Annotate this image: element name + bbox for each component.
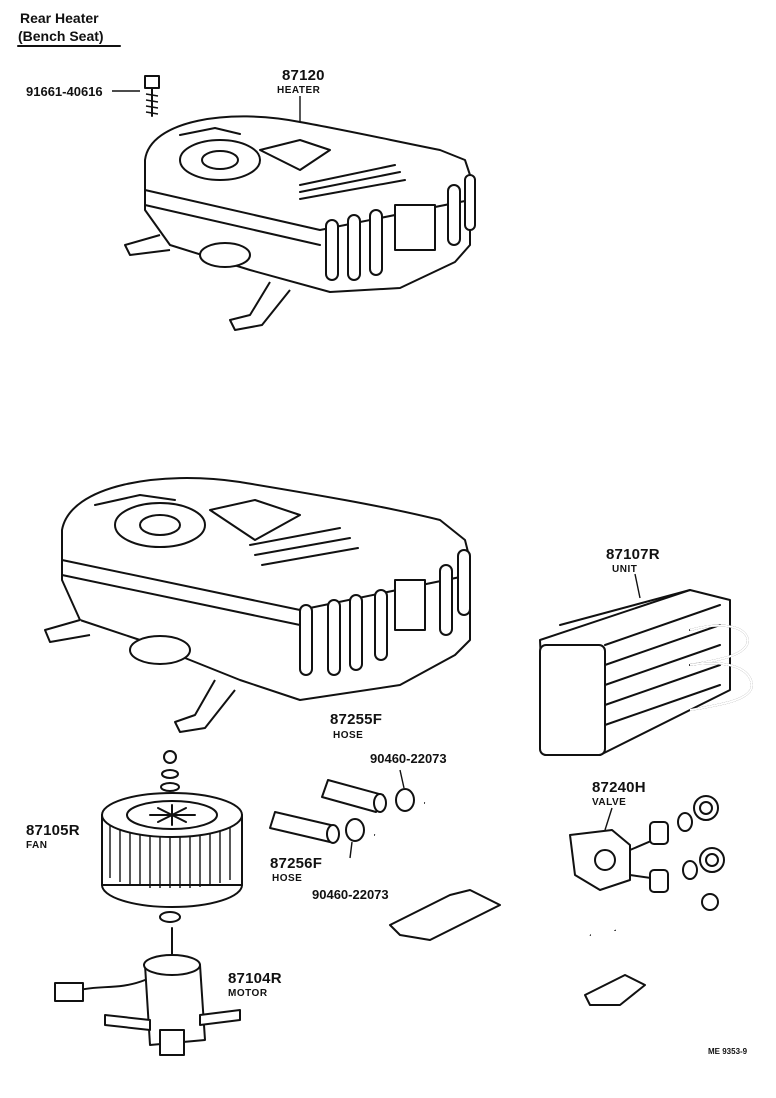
water-valve-icon: [569, 807, 669, 893]
hose-lower-part-number: 87256F: [270, 855, 323, 872]
heater-assembly-icon: [124, 96, 476, 331]
blower-fan-icon: [101, 792, 243, 923]
heater-part-number: 87120: [282, 67, 325, 84]
unit-part-number: 87107R: [606, 546, 660, 563]
heater-core-unit-icon: [539, 573, 754, 756]
clamp-upper-part-number: 90460-22073: [370, 751, 447, 766]
hose-lower-icon: [269, 811, 340, 844]
valve-part-number: 87240H: [592, 779, 646, 796]
clamp-lower-icon: [345, 818, 365, 859]
clamp-lower-part-number: 90460-22073: [312, 887, 389, 902]
hose-upper-part-name: HOSE: [333, 730, 364, 741]
motor-part-number: 87104R: [228, 970, 282, 987]
title-line2: (Bench Seat): [18, 28, 104, 44]
valve-part-name: VALVE: [592, 797, 627, 808]
unit-part-name: UNIT: [612, 564, 638, 575]
diagram-code: ME 9353-9: [708, 1047, 748, 1056]
bracket-icon: [389, 889, 646, 1006]
fan-part-number: 87105R: [26, 822, 80, 839]
hose-upper-part-number: 87255F: [330, 711, 383, 728]
washer-stack-icon: [160, 750, 180, 792]
motor-part-name: MOTOR: [228, 988, 268, 999]
title-line1: Rear Heater: [20, 10, 99, 26]
blower-motor-icon: [54, 927, 241, 1056]
fan-part-name: FAN: [26, 840, 48, 851]
hose-upper-icon: [321, 779, 387, 813]
heater-case-icon: [44, 477, 471, 733]
water-pipe-icon: [374, 801, 617, 937]
o-ring-set-icon: [677, 795, 725, 911]
hose-lower-part-name: HOSE: [272, 873, 303, 884]
bolt-part-number: 91661-40616: [26, 84, 103, 99]
heater-part-name: HEATER: [277, 85, 321, 96]
clamp-upper-icon: [395, 769, 415, 812]
bolt-icon: [112, 75, 160, 117]
